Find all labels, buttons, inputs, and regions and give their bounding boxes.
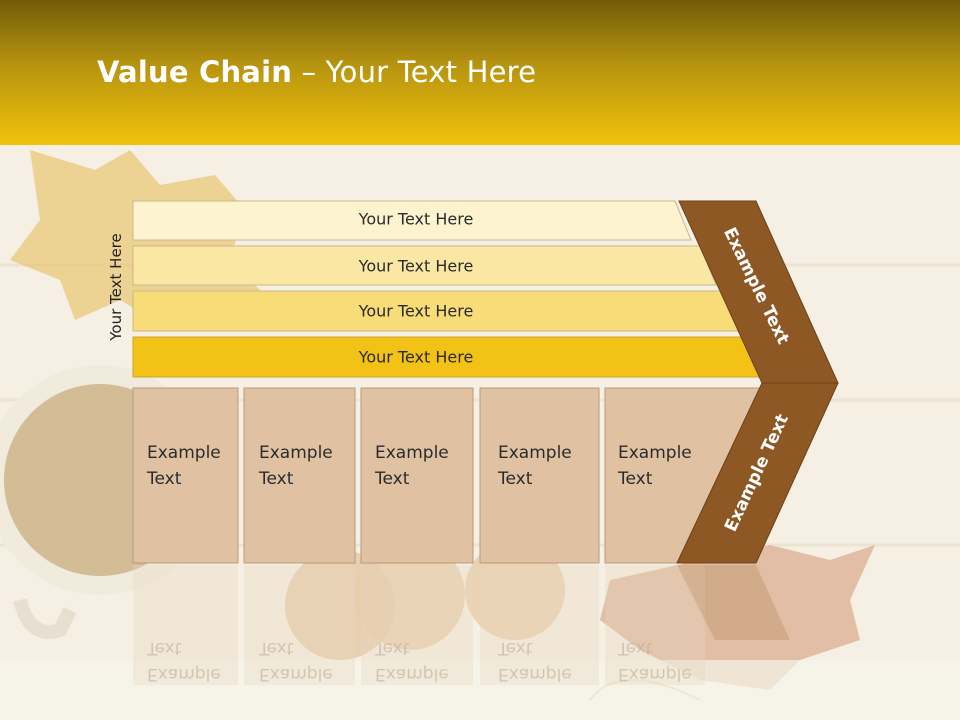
box-1-line1: Example — [147, 443, 221, 463]
band-2 — [132, 245, 717, 286]
box-4-line2: Text — [498, 469, 533, 489]
box-2-text: Example Text — [259, 440, 333, 492]
box-4 — [479, 387, 600, 564]
chevron-lower — [676, 382, 839, 564]
box-2-line2: Text — [259, 469, 294, 489]
box-2-line1: Example — [259, 443, 333, 463]
band-3-label: Your Text Here — [358, 301, 474, 321]
box-1-line2: Text — [147, 469, 182, 489]
box-3-text: Example Text — [375, 440, 449, 492]
box-5-text: Example Text — [618, 440, 692, 492]
title-bold: Value Chain — [97, 55, 293, 89]
box-4-line1: Example — [498, 443, 572, 463]
box-3-line1: Example — [375, 443, 449, 463]
box-2 — [243, 387, 356, 564]
band-4-label: Your Text Here — [358, 347, 474, 367]
band-1-label: Your Text Here — [358, 209, 474, 229]
box-5-line1: Example — [618, 443, 692, 463]
box-1-text: Example Text — [147, 440, 221, 492]
side-label: Your Text Here — [107, 233, 125, 341]
box-5-line2: Text — [618, 469, 653, 489]
band-2-label: Your Text Here — [358, 256, 474, 276]
slide-title: Value Chain – Your Text Here — [97, 55, 536, 89]
title-rest: – Your Text Here — [292, 55, 537, 89]
box-3-line2: Text — [375, 469, 410, 489]
box-4-text: Example Text — [498, 440, 572, 492]
box-1 — [132, 387, 239, 564]
title-bar — [0, 0, 960, 145]
box-3 — [360, 387, 474, 564]
band-1 — [132, 200, 692, 241]
